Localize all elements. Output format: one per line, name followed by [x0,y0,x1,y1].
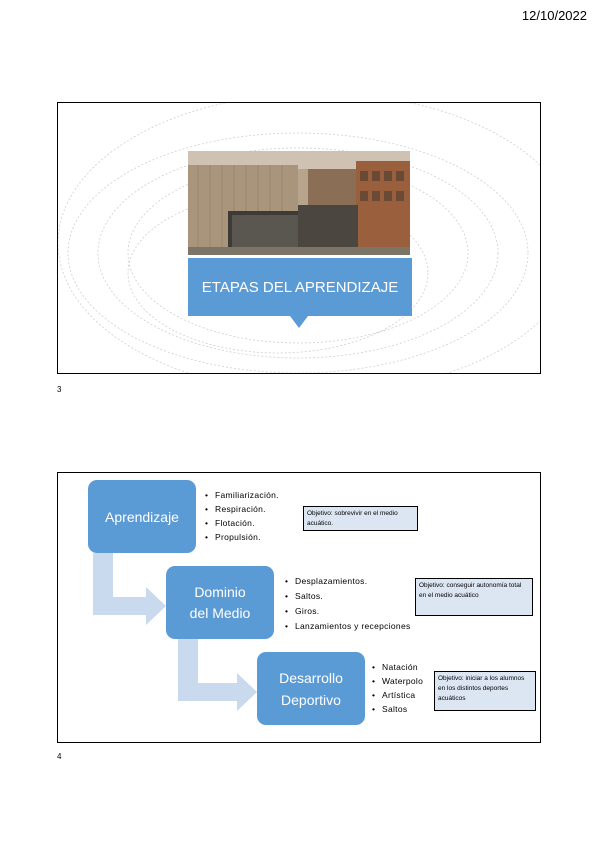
stage-label: Aprendizaje [105,508,179,525]
list-item: Respiración. [205,502,279,516]
objective-box: Objetivo: sobrevivir en el medio acuátic… [303,506,418,531]
list-item: Artística [372,688,423,702]
list-item: Propulsión. [205,530,279,544]
stage-box-aprendizaje: Aprendizaje [88,480,196,553]
flow-arrows [93,553,257,711]
list-item: Familiarización. [205,488,279,502]
stage-box-dominio: Dominio del Medio [166,566,274,639]
slide-title: ETAPAS DEL APRENDIZAJE [57,102,541,374]
banner-pointer [290,316,308,328]
building-photo [188,151,410,255]
list-item: Giros. [285,604,411,619]
objective-box: Objetivo: conseguir autonomía total en e… [415,578,533,616]
stage-list-aprendizaje: Familiarización. Respiración. Flotación.… [205,488,279,544]
list-item: Saltos [372,702,423,716]
stage-list-desarrollo: Natación Waterpolo Artística Saltos [372,660,423,716]
list-item: Saltos. [285,589,411,604]
list-item: Lanzamientos y recepciones [285,619,411,634]
list-item: Flotación. [205,516,279,530]
stage-list-dominio: Desplazamientos. Saltos. Giros. Lanzamie… [285,574,411,634]
list-item: Natación [372,660,423,674]
page-number: 4 [57,752,62,761]
page-date: 12/10/2022 [521,8,587,23]
objective-box: Objetivo: iniciar a los alumnos en los d… [434,671,536,711]
list-item: Waterpolo [372,674,423,688]
stage-box-desarrollo: Desarrollo Deportivo [257,652,365,725]
stage-label-line2: Deportivo [281,691,341,708]
stage-label-line2: del Medio [189,604,251,621]
list-item: Desplazamientos. [285,574,411,589]
stage-label-line1: Desarrollo [279,669,343,686]
stage-label-line1: Dominio [194,583,246,600]
slide-title-banner: ETAPAS DEL APRENDIZAJE [188,258,412,316]
decorative-circles [58,103,540,373]
slide-stages: Aprendizaje Familiarización. Respiración… [57,472,541,743]
page-number: 3 [57,385,62,394]
